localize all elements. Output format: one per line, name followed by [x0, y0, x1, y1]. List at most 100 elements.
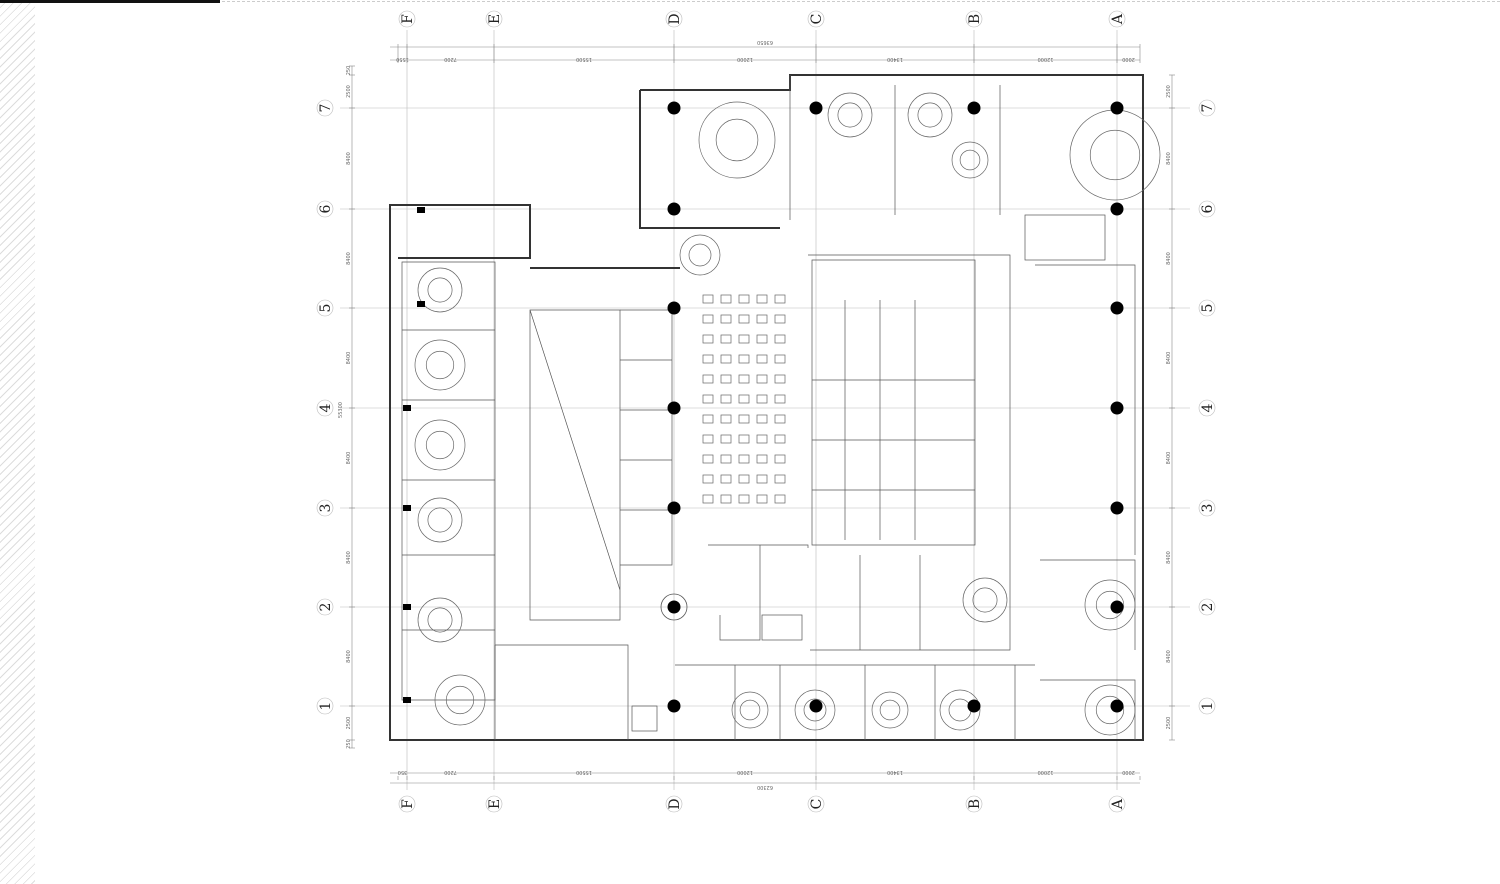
dining-table — [720, 434, 732, 444]
dining-table — [774, 374, 786, 384]
dimension-segment: 12000 — [737, 769, 753, 775]
axis-bubble-A: A — [1108, 10, 1126, 28]
svg-text:2: 2 — [318, 603, 334, 612]
svg-text:F: F — [400, 799, 416, 809]
axis-bubble-5: 5 — [1198, 299, 1216, 317]
round-table — [414, 419, 466, 471]
dining-table — [756, 314, 768, 324]
dining-table — [756, 414, 768, 424]
dimension-segment: 1550 — [396, 56, 409, 62]
round-table — [827, 92, 873, 138]
round-table — [417, 497, 463, 543]
dimension-segment: 2000 — [1122, 56, 1135, 62]
dimension-segment: 8400 — [1166, 252, 1172, 265]
column — [967, 699, 981, 713]
svg-text:3: 3 — [318, 504, 334, 513]
dining-table — [738, 474, 750, 484]
sheet-border-hatch — [0, 0, 35, 884]
dining-table — [702, 454, 714, 464]
dimension-segment: 13400 — [887, 769, 903, 775]
dining-table — [720, 474, 732, 484]
svg-text:F: F — [400, 14, 416, 24]
svg-text:7: 7 — [318, 104, 334, 113]
dimension-segment: 12000 — [1038, 769, 1054, 775]
column — [1110, 202, 1124, 216]
dining-table — [774, 494, 786, 504]
dining-table — [756, 494, 768, 504]
dining-table — [738, 354, 750, 364]
dining-table — [702, 354, 714, 364]
dimension-segment: 8400 — [1166, 650, 1172, 663]
dimension-segment: 12000 — [1038, 56, 1054, 62]
column — [667, 501, 681, 515]
column — [1110, 401, 1124, 415]
dining-table — [756, 294, 768, 304]
round-table — [939, 689, 981, 731]
dining-table — [702, 494, 714, 504]
dining-table — [720, 354, 732, 364]
dining-table — [720, 414, 732, 424]
dimension-segment: 8400 — [1166, 551, 1172, 564]
axis-bubble-E: E — [485, 795, 503, 813]
round-table — [1084, 579, 1136, 631]
dimension-segment: 8400 — [1166, 152, 1172, 165]
title-bar-mark — [0, 0, 220, 3]
column — [667, 401, 681, 415]
column — [1110, 101, 1124, 115]
dimension-segment: 2500 — [1166, 85, 1172, 98]
dining-table — [774, 474, 786, 484]
column — [403, 697, 411, 703]
axis-bubble-1: 1 — [316, 697, 334, 715]
column — [1110, 501, 1124, 515]
dining-table — [720, 374, 732, 384]
round-table — [434, 674, 486, 726]
column — [1110, 600, 1124, 614]
dimension-segment: 15500 — [576, 56, 592, 62]
grid-lines — [340, 30, 1190, 790]
dining-table — [702, 314, 714, 324]
dining-table — [774, 434, 786, 444]
dining-table — [738, 454, 750, 464]
svg-text:6: 6 — [318, 204, 334, 213]
dimension-total: 62300 — [757, 784, 773, 790]
svg-text:B: B — [967, 14, 983, 24]
dimension-segment: 7200 — [444, 56, 457, 62]
svg-text:6: 6 — [1200, 204, 1216, 213]
dimension-segment: 2500 — [1166, 717, 1172, 730]
axis-bubble-A: A — [1108, 795, 1126, 813]
dining-table — [720, 494, 732, 504]
round-table — [414, 339, 466, 391]
dining-table — [738, 494, 750, 504]
axis-bubble-B: B — [965, 10, 983, 28]
axis-bubble-3: 3 — [1198, 499, 1216, 517]
axis-bubble-3: 3 — [316, 499, 334, 517]
column — [417, 207, 425, 213]
dining-table — [702, 414, 714, 424]
svg-text:2: 2 — [1200, 603, 1216, 612]
column — [967, 101, 981, 115]
dining-table — [720, 334, 732, 344]
round-table — [1084, 684, 1136, 736]
dimension-segment: 7200 — [444, 769, 457, 775]
svg-text:D: D — [667, 13, 683, 24]
dining-table — [756, 454, 768, 464]
column — [667, 301, 681, 315]
dining-table — [738, 314, 750, 324]
axis-bubble-5: 5 — [316, 299, 334, 317]
axis-bubble-4: 4 — [1198, 399, 1216, 417]
column — [403, 604, 411, 610]
svg-text:E: E — [487, 14, 503, 24]
dining-table — [756, 354, 768, 364]
dining-table — [720, 314, 732, 324]
dimension-segment: 13400 — [887, 56, 903, 62]
round-table — [907, 92, 953, 138]
round-table — [794, 689, 836, 731]
axis-bubble-6: 6 — [316, 200, 334, 218]
column — [667, 600, 681, 614]
svg-text:5: 5 — [318, 304, 334, 313]
svg-text:3: 3 — [1200, 504, 1216, 513]
dining-table — [738, 394, 750, 404]
dimension-segment: 15500 — [576, 769, 592, 775]
dimension-total: 55300 — [338, 402, 344, 418]
